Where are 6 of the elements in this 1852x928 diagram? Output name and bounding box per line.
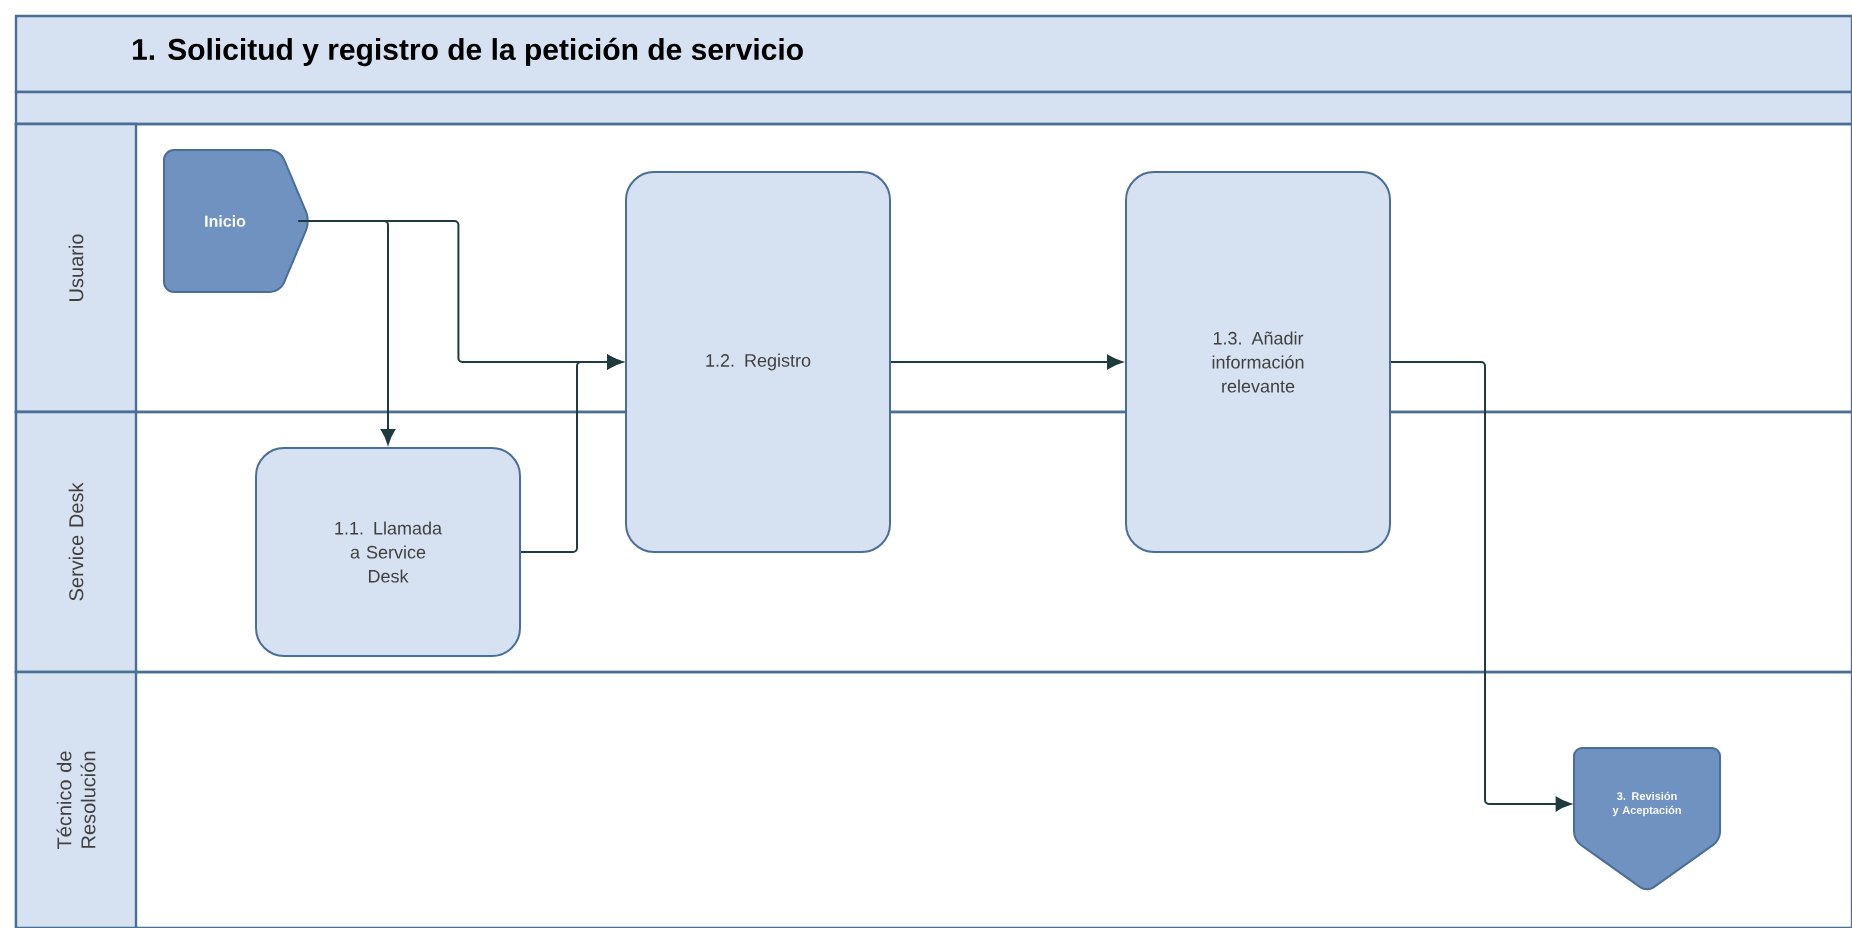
arrow	[1390, 361, 1572, 812]
process-box: 1.2. Registro	[625, 171, 891, 553]
process-box: 1.3. Añadir información relevante	[1125, 171, 1391, 553]
process-box: 1.1. Llamada a Service Desk	[255, 447, 521, 657]
arrow	[520, 354, 623, 553]
arrow	[890, 354, 1123, 370]
